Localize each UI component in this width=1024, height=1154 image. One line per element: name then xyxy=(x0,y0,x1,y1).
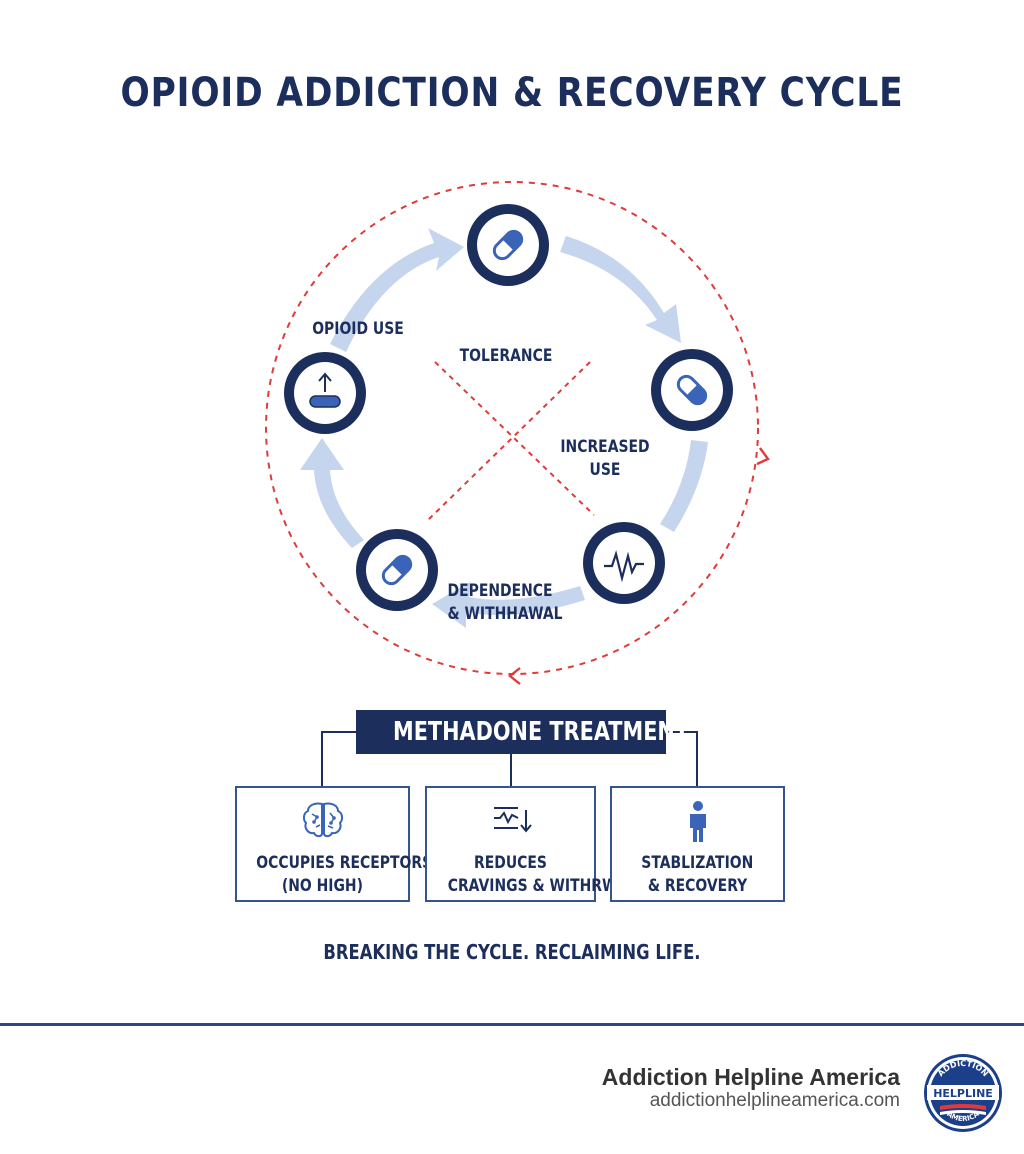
stage-label-dependence-withdrawal: DEPENDENCE & WITHHAWAL xyxy=(447,581,563,624)
red-dashed-line-1 xyxy=(434,361,595,516)
red-dashed-line-2 xyxy=(427,361,591,521)
stage-label-increased-use: INCREASED USE xyxy=(560,437,650,480)
node-bottom-right xyxy=(583,522,665,604)
red-arrow-bottom xyxy=(508,667,521,685)
wave-down-arrow-icon xyxy=(493,807,532,833)
card-reduces-cravings: REDUCES CRAVINGS & WITHRWAL xyxy=(425,786,637,902)
brand-url[interactable]: addictionhelplineamerica.com xyxy=(649,1090,900,1111)
methadone-treatment-heading: METHADONE TREATMENT xyxy=(356,710,689,754)
arrow-use-to-tolerance xyxy=(330,228,464,352)
treatment-connectors xyxy=(321,731,698,786)
brand-name: Addiction Helpline America xyxy=(601,1064,900,1090)
cycle-diagram xyxy=(265,181,770,685)
footer-divider xyxy=(0,1023,1024,1026)
tagline: BREAKING THE CYCLE. RECLAIMING LIFE. xyxy=(323,940,701,964)
helpline-badge-logo: ADDICTION HELPLINE AMERICA xyxy=(924,1054,1002,1132)
heartbeat-icon xyxy=(604,550,644,583)
svg-text:AMERICA: AMERICA xyxy=(945,1110,981,1123)
pill-capsule-icon xyxy=(381,554,413,586)
cycle-arrows xyxy=(300,228,708,628)
stage-label-tolerance: TOLERANCE xyxy=(459,346,553,366)
node-top xyxy=(467,204,549,286)
card-occupies-receptors: OCCUPIES RECEPTORS (NO HIGH) xyxy=(235,786,433,902)
brain-icon xyxy=(302,802,343,838)
card-stabilization-recovery: STABLIZATION & RECOVERY xyxy=(610,786,785,902)
arrow-increased-to-dependence xyxy=(660,440,708,532)
up-arrow-pill-icon xyxy=(309,372,341,408)
red-arrow-right xyxy=(756,447,770,466)
card-label: OCCUPIES RECEPTORS (NO HIGH) xyxy=(256,853,433,896)
page-title: OPIOID ADDICTION & RECOVERY CYCLE xyxy=(120,70,904,116)
card-label: STABLIZATION & RECOVERY xyxy=(641,853,754,896)
arrow-dependence-to-withdrawal xyxy=(432,582,585,628)
svg-text:HELPLINE: HELPLINE xyxy=(933,1087,993,1100)
card-label: REDUCES CRAVINGS & WITHRWAL xyxy=(447,853,637,896)
node-left xyxy=(284,352,366,434)
node-right xyxy=(651,349,733,431)
arrow-tolerance-to-increased xyxy=(560,236,681,343)
node-bottom-left xyxy=(356,529,438,611)
pill-capsule-icon xyxy=(492,229,524,261)
person-icon xyxy=(689,801,706,842)
arrow-withdrawal-to-use xyxy=(300,438,364,548)
stage-label-opioid-use: OPIOID USE xyxy=(312,319,404,339)
